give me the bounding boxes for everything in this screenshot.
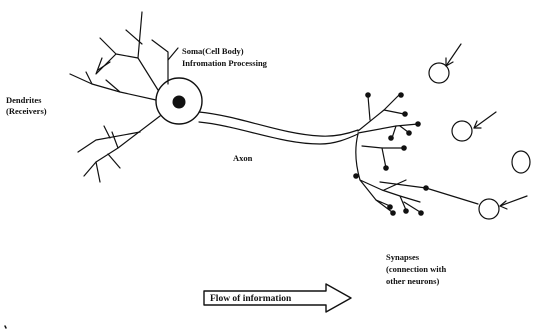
synapses-sublabel-1: (connection with — [386, 264, 446, 274]
dendrites-sublabel: (Receivers) — [6, 106, 47, 116]
synapse-terminals — [353, 92, 429, 216]
flow-label: Flow of information — [210, 294, 292, 304]
soma-label: Soma(Cell Body) — [182, 46, 244, 56]
nucleus — [173, 96, 186, 109]
dendrites — [70, 12, 178, 182]
synapses-label: Synapses — [386, 252, 420, 262]
corner-mark — [5, 326, 6, 328]
soma — [156, 78, 202, 124]
axon-label: Axon — [233, 153, 253, 163]
dendrites-label: Dendrites — [6, 95, 42, 105]
soma-sublabel: Infromation Processing — [182, 58, 268, 68]
synapses-sublabel-2: other neurons) — [386, 276, 439, 286]
other-neurons — [429, 44, 530, 219]
